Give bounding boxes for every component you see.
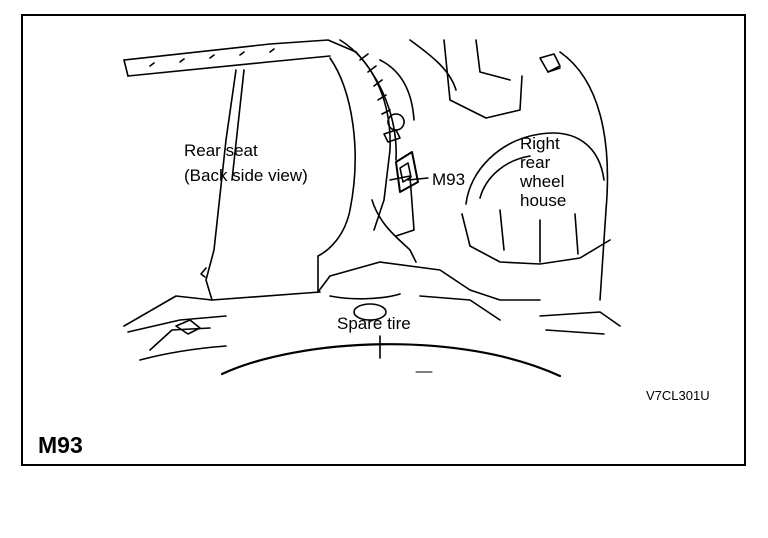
upper-trim <box>409 39 561 119</box>
m93-connector <box>395 151 429 193</box>
wheel-house-label-line4: house <box>520 191 567 210</box>
rear-seat-back-panel <box>200 57 356 301</box>
wheel-house-label-line2: rear <box>520 153 551 172</box>
wheel-house-label-line3: wheel <box>520 172 565 191</box>
c-pillar <box>339 39 417 263</box>
wheel-house <box>461 51 611 301</box>
rear-seat-label-line1: Rear seat <box>184 141 258 160</box>
connector-title: M93 <box>38 432 83 458</box>
wheel-house-label-line1: Right <box>520 134 560 153</box>
rear-seat-label-line2: (Back side view) <box>184 166 308 185</box>
floor-area <box>317 261 621 335</box>
connector-callout-label: M93 <box>432 170 466 189</box>
rear-seat-top-rail <box>123 39 357 77</box>
spare-tire-outline <box>220 335 562 378</box>
figure-code: V7CL301U <box>646 388 710 403</box>
floor-left-bracket <box>123 295 227 361</box>
diagram-frame <box>21 14 746 466</box>
spare-tire-label: Spare tire <box>337 314 411 333</box>
